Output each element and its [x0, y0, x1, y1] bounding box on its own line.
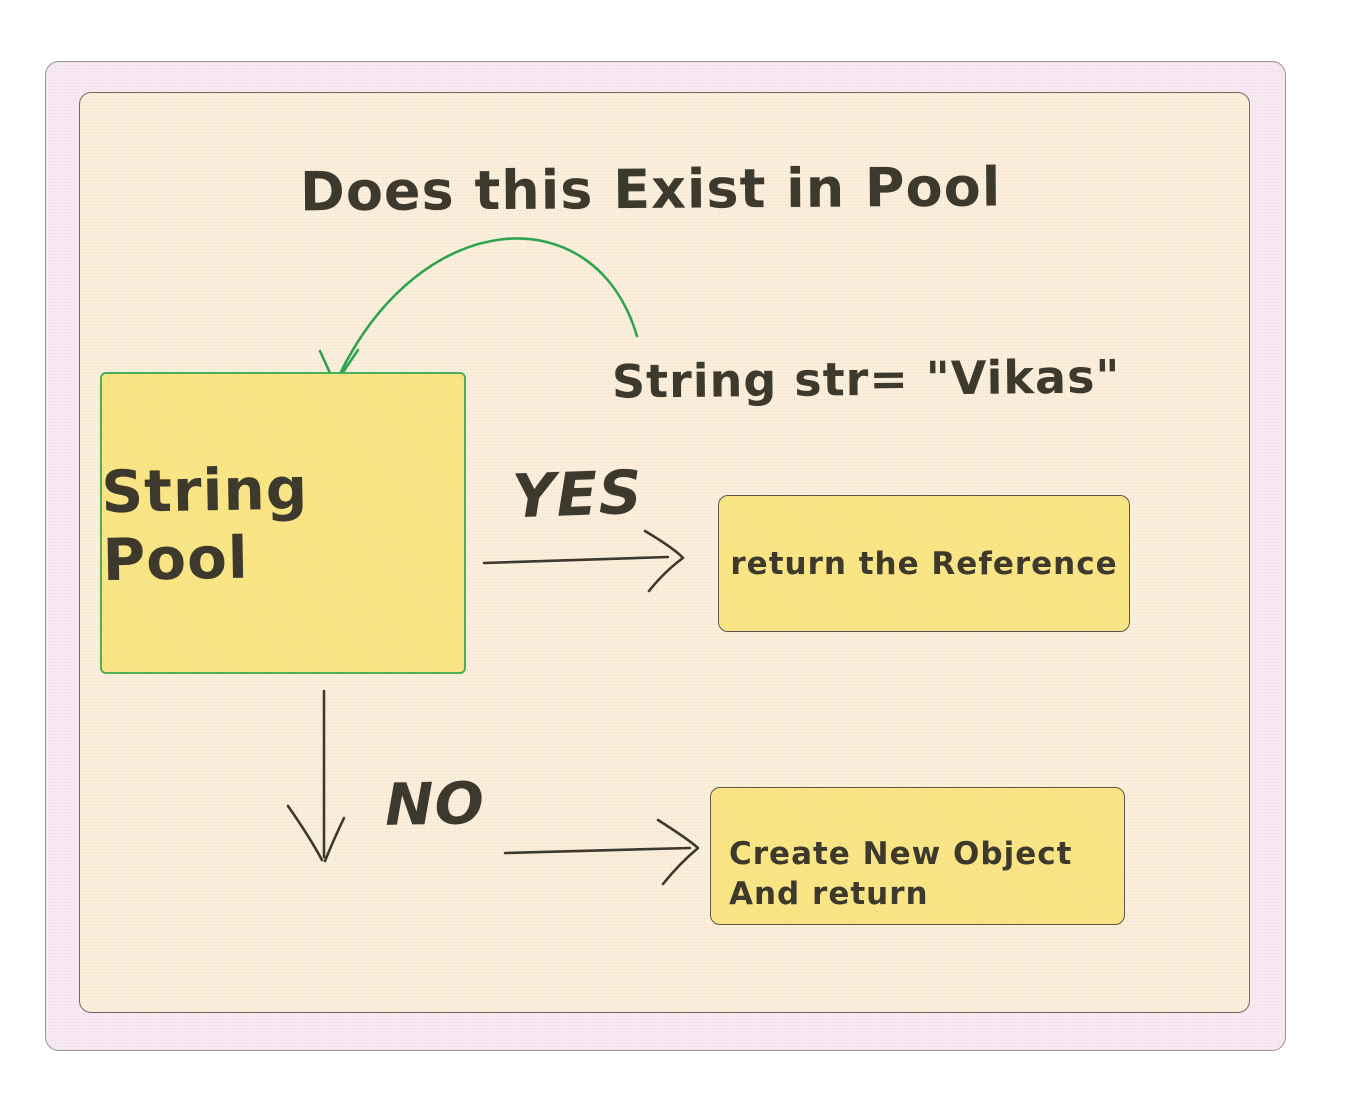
create-object-node[interactable]: Create New Object And return [710, 787, 1125, 925]
diagram-title: Does this Exist in Pool [299, 155, 1002, 224]
return-reference-label: return the Reference [730, 545, 1118, 582]
return-reference-node[interactable]: return the Reference [718, 495, 1130, 632]
yes-edge-label: YES [510, 457, 644, 533]
string-pool-node[interactable]: String Pool [100, 372, 466, 674]
create-object-label-line2: And return [729, 876, 929, 912]
no-edge-label: NO [384, 769, 486, 839]
code-statement-label: String str= "Vikas" [611, 349, 1121, 409]
create-object-label-line1: Create New Object [729, 836, 1073, 872]
string-pool-label: String Pool [100, 454, 309, 595]
